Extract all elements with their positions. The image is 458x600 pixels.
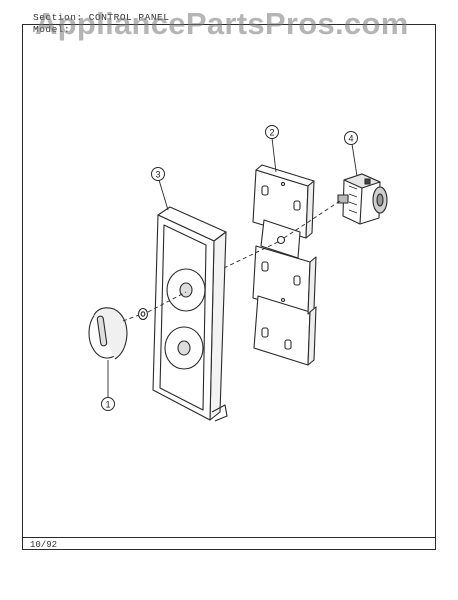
mounting-bracket: [252, 164, 317, 366]
timer-switch: [337, 173, 388, 225]
callout-4: 4: [344, 131, 358, 145]
knob-washer: [137, 307, 149, 321]
callout-leaders: [107, 137, 358, 398]
callout-3: 3: [151, 167, 165, 181]
model-label: Model:: [33, 24, 71, 35]
callout-1-label: 1: [105, 400, 110, 410]
revision-date: 10/92: [30, 540, 58, 550]
section-title: Section: CONTROL PANEL: [33, 12, 170, 23]
callout-2-label: 2: [269, 128, 274, 138]
callout-3-label: 3: [155, 170, 160, 180]
callout-2: 2: [265, 125, 279, 139]
assembly-lines: [122, 200, 341, 322]
callout-4-label: 4: [348, 134, 353, 144]
control-panel-housing: [152, 206, 228, 422]
control-knob: [88, 307, 149, 360]
watermark-logo: AppliancePartsPros.com: [35, 6, 409, 41]
diagram-frame: [22, 24, 436, 550]
callout-1: 1: [101, 397, 115, 411]
footer-divider: [22, 537, 436, 538]
